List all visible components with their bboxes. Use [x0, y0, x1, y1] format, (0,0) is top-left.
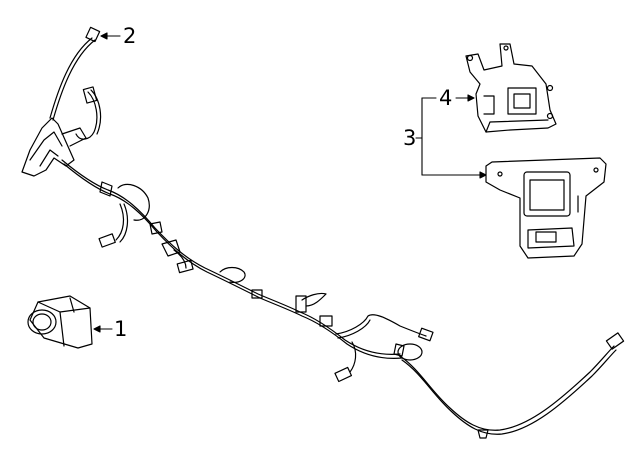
module-bracket — [465, 43, 557, 133]
leader-lines — [93, 32, 487, 333]
callout-sensor: 1 — [114, 317, 128, 341]
parking-module — [485, 157, 607, 259]
wiring-harness — [21, 26, 625, 439]
parking-sensor — [27, 295, 93, 349]
callout-module-group: 3 — [403, 126, 417, 150]
callout-connector: 2 — [123, 24, 137, 48]
harness-mount-bracket — [21, 117, 75, 177]
callout-bracket: 4 — [439, 86, 453, 110]
